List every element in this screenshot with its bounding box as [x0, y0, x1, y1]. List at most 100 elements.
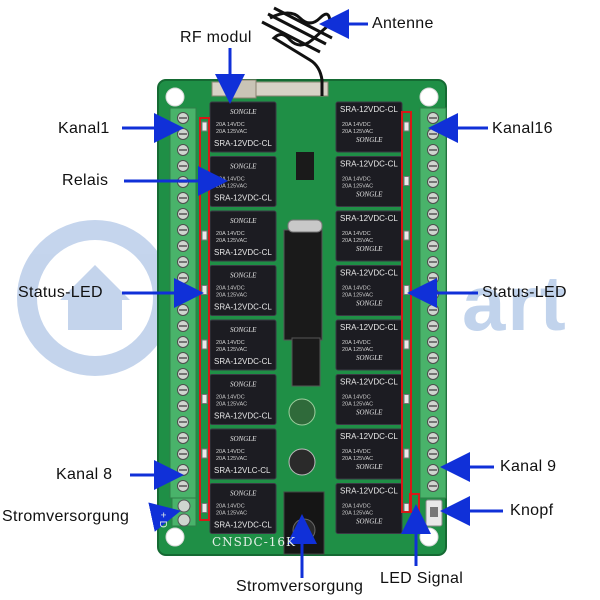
relay-rating-text: 20A 14VDC	[342, 504, 371, 510]
status-led	[403, 394, 410, 404]
left-led-frame	[199, 117, 210, 521]
watermark-text: art	[462, 259, 568, 347]
label-kanal8: Kanal 8	[56, 466, 113, 483]
relay-rating-text: 20A 125VAC	[216, 184, 247, 190]
relay-rating-text: 20A 14VDC	[216, 340, 245, 346]
relay-brand-text: SONGLE	[230, 108, 257, 116]
relay-model-text: SRA-12VDC-CL	[340, 432, 398, 441]
relay-rating-text: 20A 14VDC	[216, 286, 245, 292]
relay-rating-text: 20A 14VDC	[342, 231, 371, 237]
relay-brand-text: SONGLE	[356, 191, 383, 199]
relay-brand-text: SONGLE	[356, 300, 383, 308]
relay-model-text: SRA-12VDC-CL	[214, 412, 272, 421]
label-led-signal: LED Signal	[380, 570, 464, 587]
small-chip	[296, 152, 314, 180]
relay-rating-text: 20A 14VDC	[342, 449, 371, 455]
status-led	[403, 121, 410, 132]
label-rf-modul: RF modul	[180, 29, 252, 46]
status-led	[403, 230, 410, 241]
antenna-coil	[261, 6, 333, 96]
relay-model-text: SRA-12VDC-CL	[340, 214, 398, 223]
relay-model-text: SRA-12VDC-CL	[340, 160, 398, 169]
status-led	[201, 230, 208, 241]
relay-rating-text: 20A 14VDC	[216, 177, 245, 183]
relay-brand-text: SONGLE	[356, 354, 383, 362]
relay-model-text: SRA-12VDC-CL	[214, 248, 272, 257]
relay-brand-text: SONGLE	[356, 518, 383, 526]
relay-rating-text: 20A 125VAC	[216, 238, 247, 244]
relay-rating-text: 20A 14VDC	[342, 286, 371, 292]
label-relais: Relais	[62, 172, 109, 189]
label-status-led-left: Status-LED	[18, 284, 103, 301]
status-led	[201, 448, 208, 459]
relay-brand-text: SONGLE	[230, 381, 257, 389]
relay-rating-text: 20A 14VDC	[216, 231, 245, 237]
relay-rating-text: 20A 125VAC	[342, 511, 373, 517]
relay-model-text: SRA-12VDC-CL	[214, 139, 272, 148]
label-stromversorgung-bottom: Stromversorgung	[236, 578, 364, 595]
label-kanal1: Kanal1	[58, 120, 110, 137]
relay-model-text: SRA-12VDC-CL	[340, 105, 398, 114]
relay-rating-text: 20A 14VDC	[342, 177, 371, 183]
capacitor-1	[288, 398, 316, 426]
relay-brand-text: SONGLE	[230, 326, 257, 334]
relay-rating-text: 20A 125VAC	[342, 456, 373, 462]
relay-rating-text: 20A 125VAC	[342, 184, 373, 190]
relay-brand-text: SONGLE	[356, 245, 383, 253]
relay-brand-text: SONGLE	[356, 409, 383, 417]
relay-rating-text: 20A 125VAC	[342, 347, 373, 353]
relay-brand-text: SONGLE	[230, 217, 257, 225]
label-status-led-right: Status-LED	[482, 284, 567, 301]
board-model-text: CNSDC-16K	[212, 535, 296, 549]
status-led	[403, 176, 410, 186]
status-led	[201, 121, 208, 132]
relay-rating-text: 20A 125VAC	[342, 402, 373, 408]
relay-model-text: SRA-12VDC-CL	[214, 521, 272, 530]
status-led	[403, 285, 410, 295]
relay-brand-text: SONGLE	[356, 463, 383, 471]
decoder-chip	[291, 337, 321, 387]
relay-rating-text: 20A 14VDC	[342, 122, 371, 128]
relay-rating-text: 20A 125VAC	[342, 129, 373, 135]
relay-rating-text: 20A 125VAC	[216, 293, 247, 299]
status-led	[403, 448, 410, 459]
label-stromversorgung-left: Stromversorgung	[2, 508, 130, 525]
relay-rating-text: 20A 125VAC	[342, 238, 373, 244]
relay-rating-text: 20A 125VAC	[216, 402, 247, 408]
relay-rating-text: 20A 14VDC	[216, 504, 245, 510]
relay-rating-text: 20A 14VDC	[216, 122, 245, 128]
relay-rating-text: 20A 14VDC	[342, 340, 371, 346]
capacitor-2	[288, 448, 316, 476]
label-knopf: Knopf	[510, 502, 554, 519]
relay-model-text: SRA-12VDC-CL	[340, 487, 398, 496]
status-led	[403, 339, 410, 350]
right-terminal-screws	[427, 112, 439, 492]
relay-rating-text: 20A 14VDC	[342, 395, 371, 401]
label-kanal16: Kanal16	[492, 120, 553, 137]
label-antenne: Antenne	[372, 15, 434, 32]
relay-brand-text: SONGLE	[230, 490, 257, 498]
status-led	[201, 503, 208, 513]
relay-model-text: SRA-12VLC-CL	[214, 466, 271, 475]
relay-rating-text: 20A 125VAC	[216, 456, 247, 462]
relay-brand-text: SONGLE	[230, 435, 257, 443]
relay-model-text: SRA-12VDC-CL	[340, 323, 398, 332]
relay-rating-text: 20A 125VAC	[216, 347, 247, 353]
relay-model-text: SRA-12VDC-CL	[214, 357, 272, 366]
relay-rating-text: 20A 125VAC	[216, 511, 247, 517]
relay-brand-text: SONGLE	[230, 163, 257, 171]
relay-rating-text: 20A 125VAC	[216, 129, 247, 135]
relay-rating-text: 20A 14VDC	[216, 395, 245, 401]
pointer-arrows	[122, 9, 503, 578]
arrow-stromversorgung-left	[148, 502, 181, 532]
crystal	[287, 219, 323, 233]
relay-model-text: SRA-12VDC-CL	[340, 269, 398, 278]
relay-rating-text: 20A 125VAC	[342, 293, 373, 299]
relay-brand-text: SONGLE	[230, 272, 257, 280]
relay-model-text: SRA-12VDC-CL	[214, 303, 272, 312]
mounting-holes	[165, 87, 439, 547]
relay-rating-text: 20A 14VDC	[216, 449, 245, 455]
